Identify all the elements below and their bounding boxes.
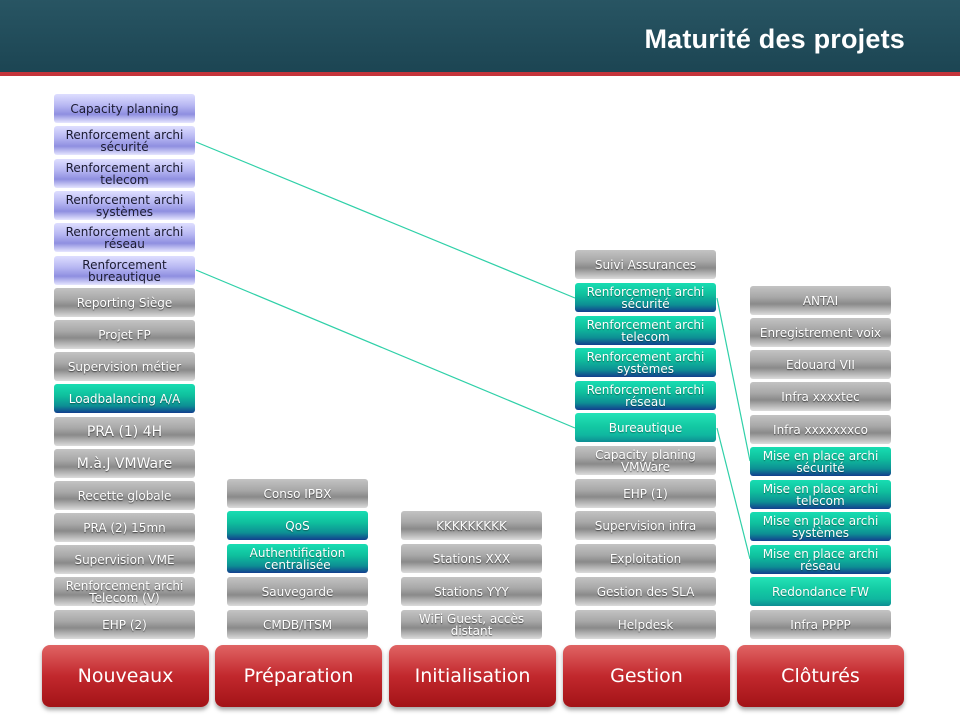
card-loadbalancing[interactable]: Loadbalancing A/A xyxy=(54,384,195,413)
card-ehp-2[interactable]: EHP (2) xyxy=(54,610,195,639)
link-bureautique-gestion-clotures xyxy=(716,427,751,560)
phase-nouveaux[interactable]: Nouveaux xyxy=(42,645,209,707)
card-supervision-infra[interactable]: Supervision infra xyxy=(575,511,716,540)
card-bureautique[interactable]: Bureautique xyxy=(575,413,716,442)
card-renforcement-telecom-v[interactable]: Renforcement archi Telecom (V) xyxy=(54,577,195,606)
card-stations-yyy[interactable]: Stations YYY xyxy=(401,577,542,606)
card-gestion-telecom[interactable]: Renforcement archi telecom xyxy=(575,316,716,345)
card-renforcement-securite[interactable]: Renforcement archi sécurité xyxy=(54,126,195,155)
phase-preparation[interactable]: Préparation xyxy=(215,645,382,707)
card-stations-xxx[interactable]: Stations XXX xyxy=(401,544,542,573)
header-accent-line xyxy=(0,72,960,76)
card-cloture-telecom[interactable]: Mise en place archi telecom xyxy=(750,480,891,509)
card-renforcement-systemes[interactable]: Renforcement archi systèmes xyxy=(54,191,195,220)
link-securite-nouveaux-gestion xyxy=(195,141,576,299)
card-gestion-reseau[interactable]: Renforcement archi réseau xyxy=(575,381,716,410)
phase-gestion[interactable]: Gestion xyxy=(563,645,730,707)
card-exploitation[interactable]: Exploitation xyxy=(575,544,716,573)
card-sauvegarde[interactable]: Sauvegarde xyxy=(227,577,368,606)
card-gestion-sla[interactable]: Gestion des SLA xyxy=(575,577,716,606)
card-ehp-1[interactable]: EHP (1) xyxy=(575,479,716,508)
card-qos[interactable]: QoS xyxy=(227,511,368,540)
card-supervision-vme[interactable]: Supervision VME xyxy=(54,545,195,574)
card-infra-xxxxxxxco[interactable]: Infra xxxxxxxco xyxy=(750,415,891,444)
card-cmdb-itsm[interactable]: CMDB/ITSM xyxy=(227,610,368,639)
card-renforcement-reseau[interactable]: Renforcement archi réseau xyxy=(54,223,195,252)
card-cloture-securite[interactable]: Mise en place archi sécurité xyxy=(750,447,891,476)
card-pra-1[interactable]: PRA (1) 4H xyxy=(54,417,195,446)
card-cloture-systemes[interactable]: Mise en place archi systèmes xyxy=(750,512,891,541)
card-renforcement-bureautique[interactable]: Renforcement bureautique xyxy=(54,256,195,285)
card-gestion-securite[interactable]: Renforcement archi sécurité xyxy=(575,283,716,312)
card-supervision-metier[interactable]: Supervision métier xyxy=(54,352,195,381)
card-infra-xxxxtec[interactable]: Infra xxxxtec xyxy=(750,382,891,411)
card-edouard-vii[interactable]: Edouard VII xyxy=(750,350,891,379)
card-maj-vmware[interactable]: M.à.J VMWare xyxy=(54,449,195,478)
card-conso-ipbx[interactable]: Conso IPBX xyxy=(227,479,368,508)
card-capacity-planning[interactable]: Capacity planning xyxy=(54,94,195,123)
card-infra-pppp[interactable]: Infra PPPP xyxy=(750,610,891,639)
link-bureautique-nouveaux-gestion xyxy=(195,269,576,429)
link-securite-gestion-clotures xyxy=(716,297,751,462)
card-kkkk[interactable]: KKKKKKKKK xyxy=(401,511,542,540)
card-gestion-systemes[interactable]: Renforcement archi systèmes xyxy=(575,348,716,377)
card-helpdesk[interactable]: Helpdesk xyxy=(575,610,716,639)
page-title: Maturité des projets xyxy=(644,24,905,54)
card-authentification[interactable]: Authentification centralisée xyxy=(227,544,368,573)
card-suivi-assurances[interactable]: Suivi Assurances xyxy=(575,250,716,279)
phase-initialisation[interactable]: Initialisation xyxy=(389,645,556,707)
phase-clotures[interactable]: Clôturés xyxy=(737,645,904,707)
card-capacity-vmware[interactable]: Capacity planing VMWare xyxy=(575,446,716,475)
card-redondance-fw[interactable]: Redondance FW xyxy=(750,577,891,606)
card-pra-2[interactable]: PRA (2) 15mn xyxy=(54,513,195,542)
card-reporting-siege[interactable]: Reporting Siège xyxy=(54,288,195,317)
card-antai[interactable]: ANTAI xyxy=(750,286,891,315)
card-renforcement-telecom[interactable]: Renforcement archi telecom xyxy=(54,159,195,188)
card-cloture-reseau[interactable]: Mise en place archi réseau xyxy=(750,545,891,574)
card-recette-globale[interactable]: Recette globale xyxy=(54,481,195,510)
card-enregistrement-voix[interactable]: Enregistrement voix xyxy=(750,318,891,347)
card-projet-fp[interactable]: Projet FP xyxy=(54,320,195,349)
header-bar xyxy=(0,0,960,72)
card-wifi-guest[interactable]: WiFi Guest, accès distant xyxy=(401,610,542,639)
